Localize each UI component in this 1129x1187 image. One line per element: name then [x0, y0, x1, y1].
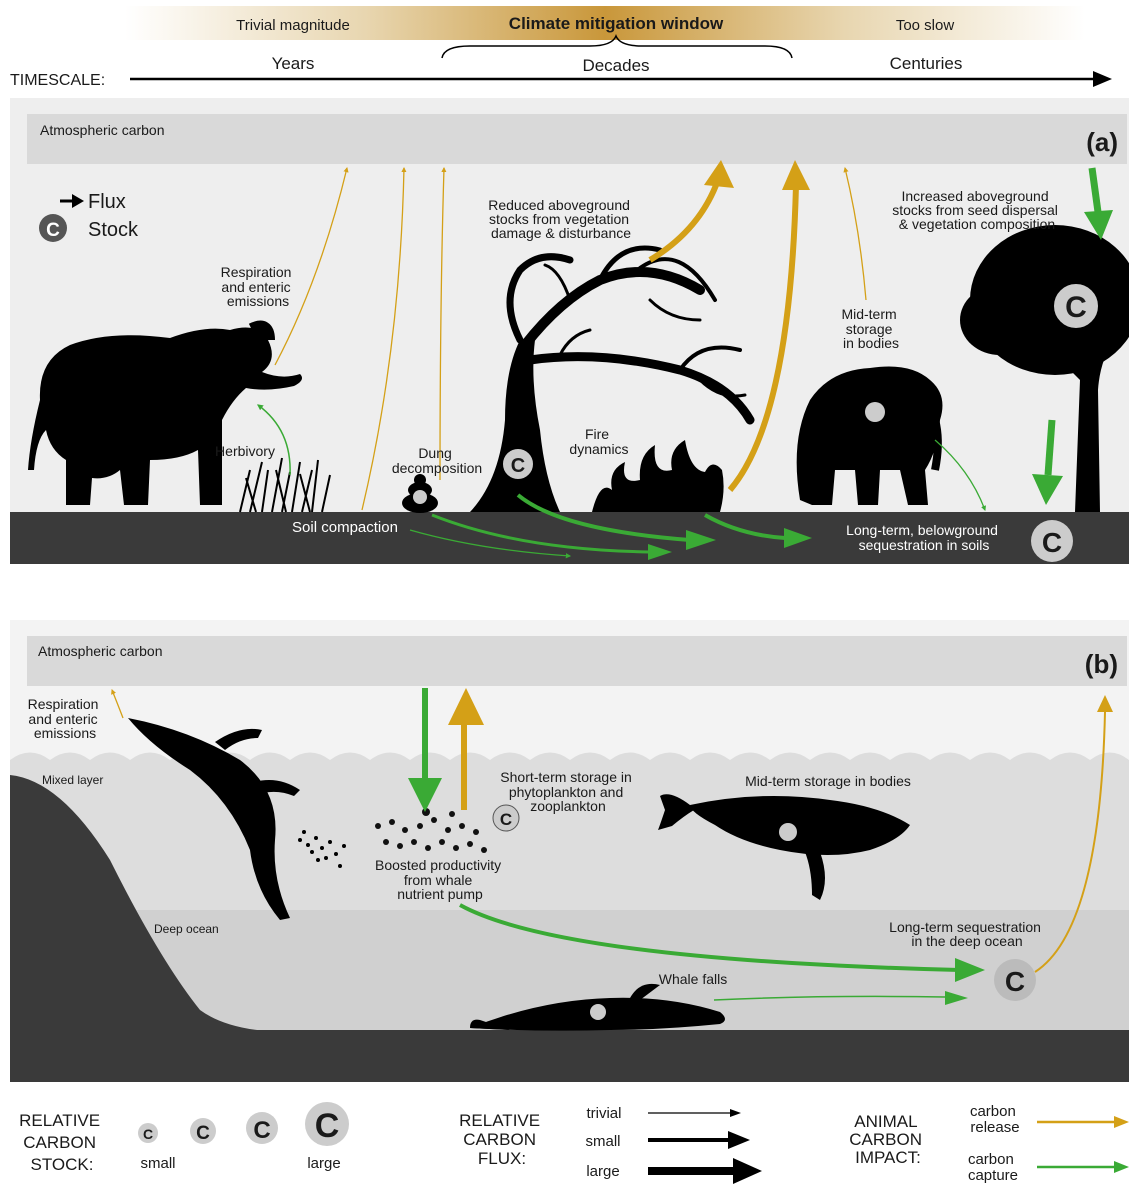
dung-pile — [402, 474, 438, 513]
flux-trivial-arrowhead — [730, 1109, 741, 1117]
stock-size-2-letter: C — [196, 1123, 210, 1144]
soil-stock-letter: C — [1042, 527, 1062, 558]
elephant-right-silhouette — [796, 366, 943, 505]
trivial-magnitude-label: Trivial magnitude — [236, 17, 350, 34]
legend-flux-label: Flux — [88, 191, 126, 213]
soil-compaction-label: Soil compaction — [292, 519, 398, 536]
mid-term-label: Mid-term storage in bodies — [841, 306, 900, 351]
right-whale-silhouette — [658, 794, 910, 900]
panel-a-atmosphere-label: Atmospheric carbon — [40, 122, 165, 138]
decades-label: Decades — [582, 56, 649, 75]
legend-stock-label: Stock — [88, 219, 139, 241]
flux-small-label: small — [585, 1133, 620, 1150]
stock-size-3 — [246, 1112, 278, 1144]
panel-a-tag: (a) — [1086, 127, 1118, 157]
panel-a-terrestrial: Atmospheric carbon (a) Flux C Stock — [10, 98, 1129, 564]
nutrient-plume — [298, 830, 346, 868]
flux-large-label: large — [586, 1163, 619, 1180]
whale-falls-label: Whale falls — [659, 971, 727, 987]
deep-ocean-stock-icon — [994, 959, 1036, 1001]
stock-size-2 — [190, 1118, 216, 1144]
panel-b-tag: (b) — [1085, 649, 1118, 679]
stock-size-4 — [305, 1102, 349, 1146]
deep-ocean-label: Deep ocean — [154, 922, 219, 936]
panel-a-fluxes — [257, 160, 1113, 560]
tree-right-stock-letter: C — [1065, 291, 1087, 324]
flux-large-arrowhead — [733, 1158, 762, 1184]
legend-stock-icon — [39, 214, 67, 242]
panel-b-marine: Atmospheric carbon (b) Mixed layer Deep … — [10, 620, 1129, 1082]
panel-a-atmosphere-bar — [27, 114, 1127, 164]
whale-fall-silhouette — [470, 983, 725, 1031]
flux-legend-title: RELATIVE CARBON FLUX: — [459, 1111, 545, 1168]
deep-ocean-stock-letter: C — [1005, 966, 1025, 997]
whale-mid-term-label: Mid-term storage in bodies — [745, 773, 911, 789]
deep-long-term-label: Long-term sequestration in the deep ocea… — [889, 919, 1045, 949]
stock-size-3-letter: C — [253, 1117, 270, 1144]
tree-stock-letter: C — [511, 455, 525, 477]
damaged-tree-silhouette: C — [470, 245, 755, 512]
centuries-label: Centuries — [890, 54, 963, 73]
bottom-legend: RELATIVE CARBON STOCK: C C C C small lar… — [19, 1102, 1129, 1184]
impact-release-arrowhead — [1114, 1116, 1129, 1128]
stock-large-label: large — [307, 1155, 340, 1172]
mixed-layer-label: Mixed layer — [42, 773, 103, 787]
elephant-silhouette — [28, 320, 302, 505]
timescale-label: TIMESCALE: — [10, 72, 105, 89]
respiration-label: Respiration and enteric emissions — [221, 264, 296, 309]
panel-b-fluxes — [111, 688, 1113, 1005]
mitigation-window-label: Climate mitigation window — [509, 14, 724, 33]
impact-release-label: carbon release — [970, 1103, 1020, 1136]
reduced-stocks-label: Reduced aboveground stocks from vegetati… — [488, 197, 634, 241]
mitigation-gradient-bar — [125, 6, 1085, 40]
soil-stock-icon — [1031, 520, 1073, 562]
increased-stocks-label: Increased aboveground stocks from seed d… — [892, 188, 1062, 232]
legend-stock-letter: C — [46, 220, 60, 241]
herbivory-label: Herbivory — [215, 443, 275, 459]
flux-small-arrowhead — [728, 1131, 750, 1149]
years-label: Years — [272, 54, 315, 73]
stock-small-label: small — [140, 1155, 175, 1172]
fire-label: Fire dynamics — [569, 426, 628, 457]
decades-brace — [441, 33, 793, 59]
long-term-soil-label: Long-term, belowground sequestration in … — [846, 522, 1002, 553]
ocean-floor — [10, 1030, 1129, 1082]
boosted-productivity-label: Boosted productivity from whale nutrient… — [375, 857, 505, 902]
healthy-tree-silhouette: C — [960, 225, 1129, 512]
stock-size-1-letter: C — [143, 1126, 153, 1142]
impact-capture-arrowhead — [1114, 1161, 1129, 1173]
short-term-storage-label: Short-term storage in phytoplankton and … — [500, 769, 635, 814]
plankton-stock-letter: C — [500, 810, 512, 829]
humpback-whale-silhouette — [128, 718, 300, 920]
panel-b-atmosphere-bar — [27, 636, 1127, 686]
fire-silhouette — [592, 440, 724, 512]
whale-respiration-label: Respiration and enteric emissions — [28, 696, 103, 741]
plankton-stock-icon — [492, 804, 520, 832]
continental-slope — [10, 775, 290, 1032]
stock-size-4-letter: C — [315, 1107, 340, 1145]
too-slow-label: Too slow — [896, 17, 955, 34]
impact-legend-title: ANIMAL CARBON IMPACT: — [849, 1112, 926, 1167]
timescale-header: Trivial magnitude Climate mitigation win… — [10, 6, 1112, 89]
panel-b-atmosphere-label: Atmospheric carbon — [38, 643, 163, 659]
timescale-arrowhead — [1093, 71, 1112, 87]
stock-size-1 — [138, 1123, 158, 1143]
dung-label: Dung decomposition — [392, 445, 482, 476]
flux-trivial-label: trivial — [586, 1105, 621, 1122]
grass-silhouette — [239, 457, 331, 513]
stock-legend-title: RELATIVE CARBON STOCK: — [19, 1111, 105, 1174]
impact-capture-label: carbon capture — [968, 1151, 1018, 1184]
legend-flux-arrowhead — [72, 194, 84, 208]
